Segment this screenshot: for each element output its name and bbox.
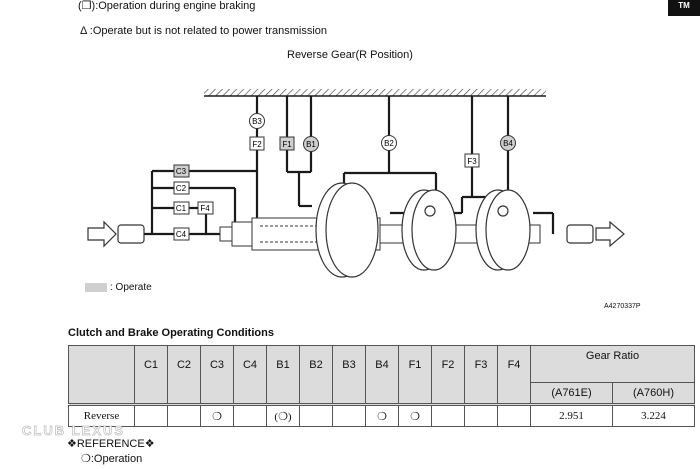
figure-id: A4270337P [604,303,641,310]
header-c4: C4 [233,345,267,405]
label-b4: B4 [503,139,513,148]
housing-ground [204,89,546,97]
corner-badge: TM [668,0,700,16]
header-gear-ratio: Gear Ratio [530,345,695,383]
cell-c2 [167,404,201,427]
operate-swatch [85,283,107,292]
planetary-gear-sets [315,182,531,278]
legend-engine-braking: (❒):Operation during engine braking [78,0,256,12]
flow-arrows [87,220,625,248]
element-labels: B3 F2 F1 B1 B2 F3 B4 C3 C2 C1 F4 C4 [173,113,516,241]
header-f4: F4 [497,345,531,405]
cell-f3 [464,404,498,427]
label-c4: C4 [176,230,187,239]
header-c2: C2 [167,345,201,405]
label-b2: B2 [384,139,394,148]
cell-c3: ❍ [200,404,234,427]
cell-ratio-a760h: 3.224 [612,404,695,427]
header-a761e: (A761E) [530,382,613,405]
reference-title: ❖REFERENCE❖ [67,438,155,450]
label-f2: F2 [252,140,262,149]
label-c2: C2 [176,184,187,193]
watermark: CLUB LEXUS [22,423,126,439]
label-f4: F4 [200,204,210,213]
operating-conditions-table: C1 C2 C3 C4 B1 B2 B3 B4 F1 F2 F3 F4 Gear… [68,345,695,427]
cell-c4 [233,404,267,427]
cell-b3 [332,404,366,427]
cell-b1: (❍) [266,404,300,427]
header-blank [68,345,135,405]
label-c1: C1 [176,204,187,213]
label-f1: F1 [282,140,292,149]
legend-not-related: Δ :Operate but is not related to power t… [80,25,328,37]
header-b2: B2 [299,345,333,405]
cell-f1: ❍ [398,404,432,427]
label-b3: B3 [252,117,262,126]
reverse-gear-diagram: B3 F2 F1 B1 B2 F3 B4 C3 C2 C1 F4 C4 [87,89,625,278]
header-c1: C1 [134,345,168,405]
cell-ratio-a761e: 2.951 [530,404,613,427]
header-c3: C3 [200,345,234,405]
header-f2: F2 [431,345,465,405]
section-title: Clutch and Brake Operating Conditions [68,327,274,339]
label-b1: B1 [306,140,316,149]
label-c3: C3 [176,167,187,176]
header-b4: B4 [365,345,399,405]
header-f3: F3 [464,345,498,405]
header-b3: B3 [332,345,366,405]
label-f3: F3 [467,157,477,166]
diagram-title: Reverse Gear(R Position) [287,49,413,61]
header-b1: B1 [266,345,300,405]
cell-f2 [431,404,465,427]
output-arrow-icon [595,220,625,248]
table-row-reverse: Reverse ❍ (❍) ❍ ❍ 2.951 3.224 [68,404,695,427]
input-arrow-icon [87,220,117,248]
reference-operation: ❍:Operation [81,453,143,465]
operate-legend-label: : Operate [110,282,152,293]
cell-b4: ❍ [365,404,399,427]
cell-b2 [299,404,333,427]
cell-f4 [497,404,531,427]
cell-c1 [134,404,168,427]
header-a760h: (A760H) [612,382,695,405]
header-f1: F1 [398,345,432,405]
